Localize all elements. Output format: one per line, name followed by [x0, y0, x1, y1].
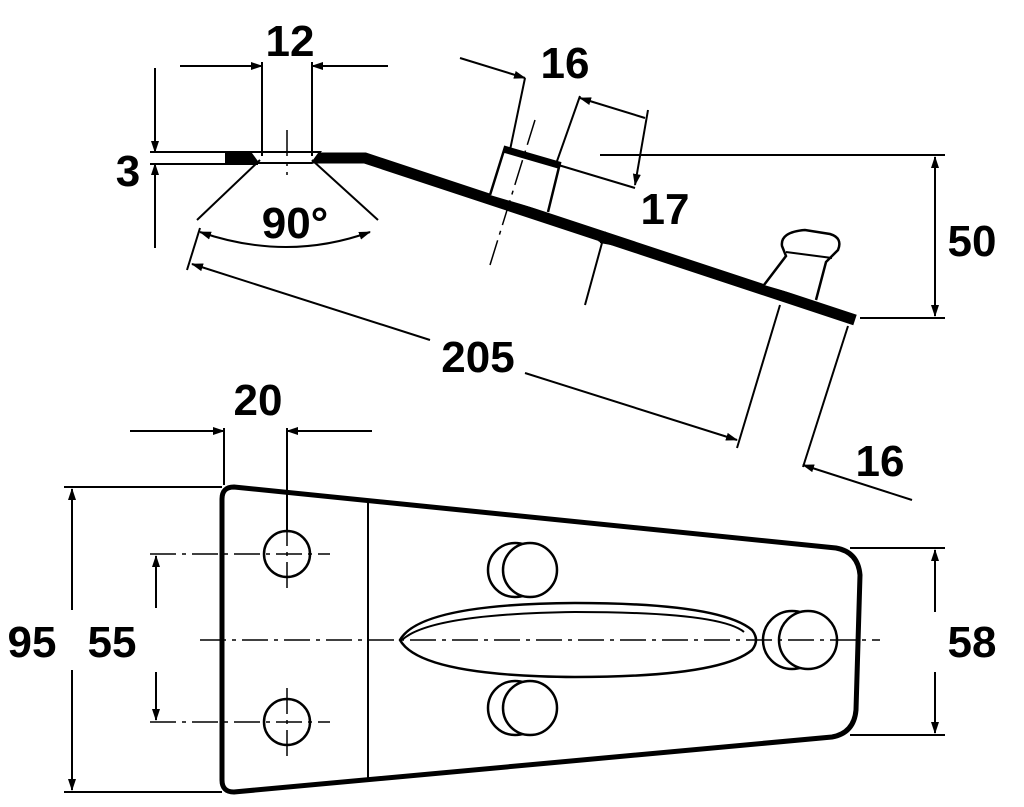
dim-line-16b: [579, 97, 646, 119]
label-12: 12: [266, 17, 315, 66]
label-16-end: 16: [856, 437, 905, 486]
boss-top: [501, 541, 559, 599]
dim-ext-16b: [555, 95, 581, 165]
countersink-line-left: [196, 159, 261, 221]
end-pin-cap: [785, 251, 833, 259]
label-58: 58: [948, 618, 997, 667]
plate-outline: [219, 484, 863, 795]
plan-view: 20 95 55 58: [8, 376, 997, 795]
label-17: 17: [641, 185, 690, 234]
middle-boss-centerline: [489, 119, 536, 266]
label-90: 90°: [262, 199, 329, 248]
angle-arc: [199, 231, 371, 248]
end-pin: [763, 228, 841, 301]
label-55: 55: [88, 618, 137, 667]
label-50: 50: [948, 217, 997, 266]
dim-ext-17a: [554, 163, 636, 189]
end-pin-ext-b: [802, 325, 849, 468]
dim-line-205b: [524, 372, 738, 441]
dim-line-16: [459, 57, 526, 79]
dim-ext-205a: [186, 227, 201, 271]
slot-inner: [401, 610, 745, 641]
dim-line-17b: [584, 231, 606, 306]
dim-line-205a: [191, 263, 431, 341]
dim-line-16-end: [802, 464, 913, 501]
boss-bottom: [501, 679, 559, 737]
end-pin-ext-a: [736, 304, 781, 449]
label-95: 95: [8, 618, 57, 667]
label-205: 205: [441, 333, 514, 382]
label-3: 3: [116, 147, 140, 196]
label-16-boss: 16: [541, 39, 590, 88]
side-view: 12 3 90° 16 17 50 205 16: [116, 17, 997, 501]
countersink-profile: [248, 151, 322, 164]
countersink-line-right: [311, 159, 379, 221]
dim-ext-16a: [509, 77, 526, 151]
dim-line-17a: [632, 109, 649, 186]
label-20: 20: [234, 376, 283, 425]
middle-boss-top: [504, 147, 561, 169]
